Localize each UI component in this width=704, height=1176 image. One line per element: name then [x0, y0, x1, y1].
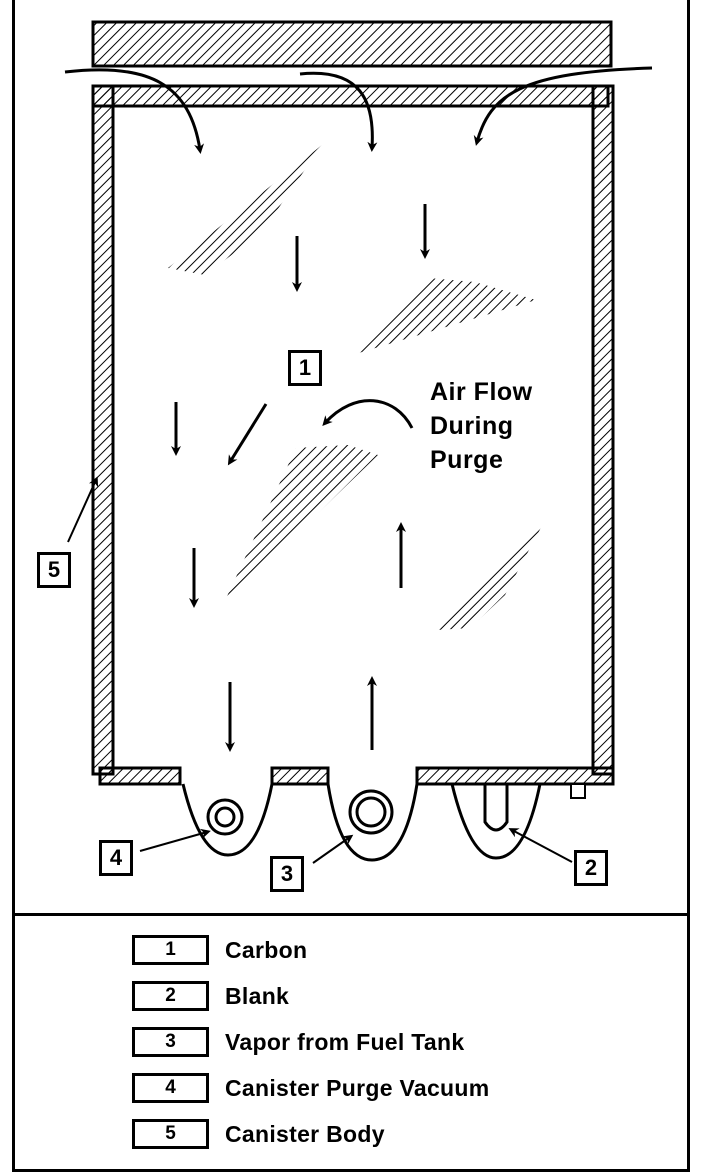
callout-1: 1: [288, 350, 322, 386]
legend-item: 4 Canister Purge Vacuum: [132, 1065, 490, 1111]
callout-3: 3: [270, 856, 304, 892]
legend-label: Blank: [225, 982, 290, 1009]
legend-divider: [12, 913, 690, 916]
legend-item: 5 Canister Body: [132, 1111, 490, 1157]
legend-number: 3: [132, 1027, 209, 1057]
blank-port-tube: [483, 784, 509, 832]
bottom-ports: [181, 783, 542, 862]
purge-airflow-arrow: [322, 399, 414, 429]
legend-label: Canister Purge Vacuum: [225, 1074, 490, 1101]
callout-4: 4: [99, 840, 133, 876]
legend-label: Carbon: [225, 936, 308, 963]
legend-label: Canister Body: [225, 1120, 385, 1147]
legend-item: 3 Vapor from Fuel Tank: [132, 1019, 490, 1065]
legend-number: 5: [132, 1119, 209, 1149]
vapor-port-fitting: [348, 789, 394, 835]
side-stub: [570, 783, 586, 799]
callout-2: 2: [574, 850, 608, 886]
leader-lines: [67, 476, 573, 864]
legend-number: 2: [132, 981, 209, 1011]
outer-frame: [12, 0, 690, 1172]
legend-number: 1: [132, 935, 209, 965]
legend-number: 4: [132, 1073, 209, 1103]
airflow-label-line1: Air Flow: [430, 378, 533, 406]
canister-body-walls: [91, 84, 615, 786]
top-cover-plate: [91, 20, 613, 68]
callout-5: 5: [37, 552, 71, 588]
legend: 1 Carbon 2 Blank 3 Vapor from Fuel Tank …: [132, 927, 490, 1157]
vacuum-port-fitting: [206, 798, 244, 836]
airflow-label-line3: Purge: [430, 446, 504, 474]
legend-item: 2 Blank: [132, 973, 490, 1019]
legend-item: 1 Carbon: [132, 927, 490, 973]
airflow-label-line2: During: [430, 412, 514, 440]
flow-arrows: [171, 204, 430, 752]
legend-label: Vapor from Fuel Tank: [225, 1028, 465, 1055]
carbon-granules: [168, 145, 545, 630]
intake-arrows: [64, 66, 653, 154]
airflow-label: Air Flow During Purge: [430, 375, 533, 477]
